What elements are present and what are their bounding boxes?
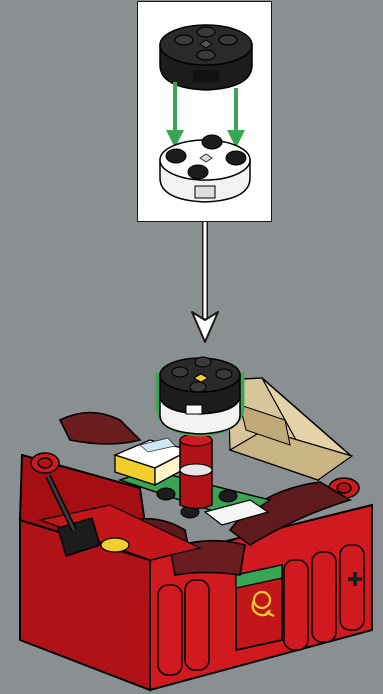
placed-round-plates: [158, 357, 242, 434]
tan-box: [228, 378, 352, 480]
callout-white-round-plate: [160, 135, 250, 202]
callout-black-round-plate: [160, 25, 252, 90]
red-base-model: [20, 357, 372, 690]
down-arrow: [192, 222, 218, 342]
red-column: [180, 434, 212, 509]
